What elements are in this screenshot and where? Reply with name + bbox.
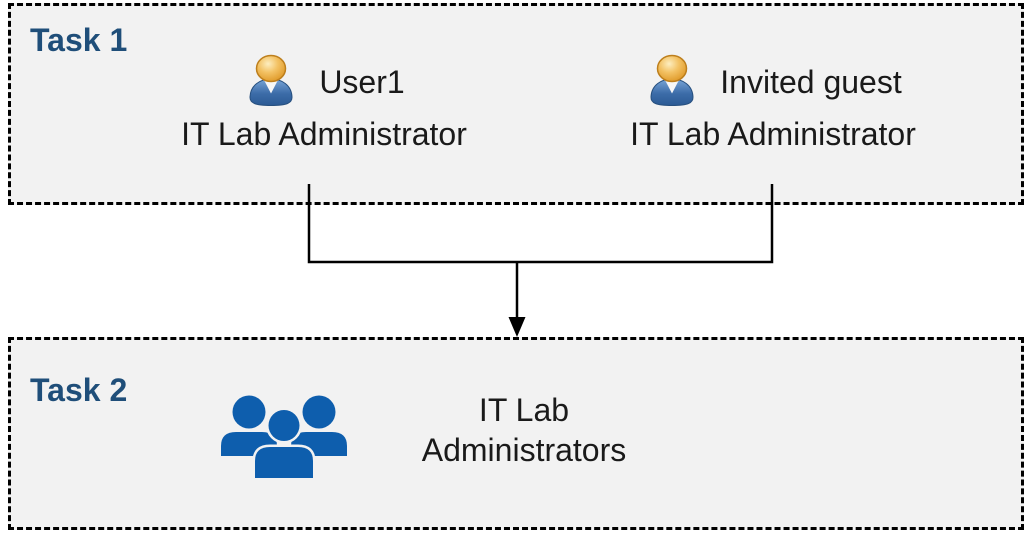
group-label-line1: IT Lab bbox=[478, 392, 570, 428]
persona-user1-row: User1 bbox=[124, 52, 524, 112]
persona-user1: User1 IT Lab Administrator bbox=[124, 52, 524, 153]
task1-box bbox=[8, 3, 1024, 205]
people-group-icon bbox=[221, 395, 347, 480]
persona-user1-role: IT Lab Administrator bbox=[181, 116, 467, 152]
task2-label: Task 2 bbox=[30, 372, 128, 408]
group-label: IT Lab Administrators bbox=[324, 390, 724, 470]
persona-invited-guest-name: Invited guest bbox=[720, 64, 902, 100]
persona-user1-name: User1 bbox=[319, 64, 405, 100]
arrow-head bbox=[508, 317, 526, 337]
task1-label: Task 1 bbox=[30, 22, 128, 58]
group-label-line2: Administrators bbox=[421, 432, 627, 468]
persona-invited-guest: Invited guest IT Lab Administrator bbox=[573, 52, 973, 153]
user-icon bbox=[650, 54, 694, 107]
user-icon bbox=[249, 54, 293, 107]
task2-box bbox=[8, 337, 1024, 530]
persona-invited-guest-role: IT Lab Administrator bbox=[630, 116, 916, 152]
persona-invited-guest-row: Invited guest bbox=[573, 52, 973, 112]
